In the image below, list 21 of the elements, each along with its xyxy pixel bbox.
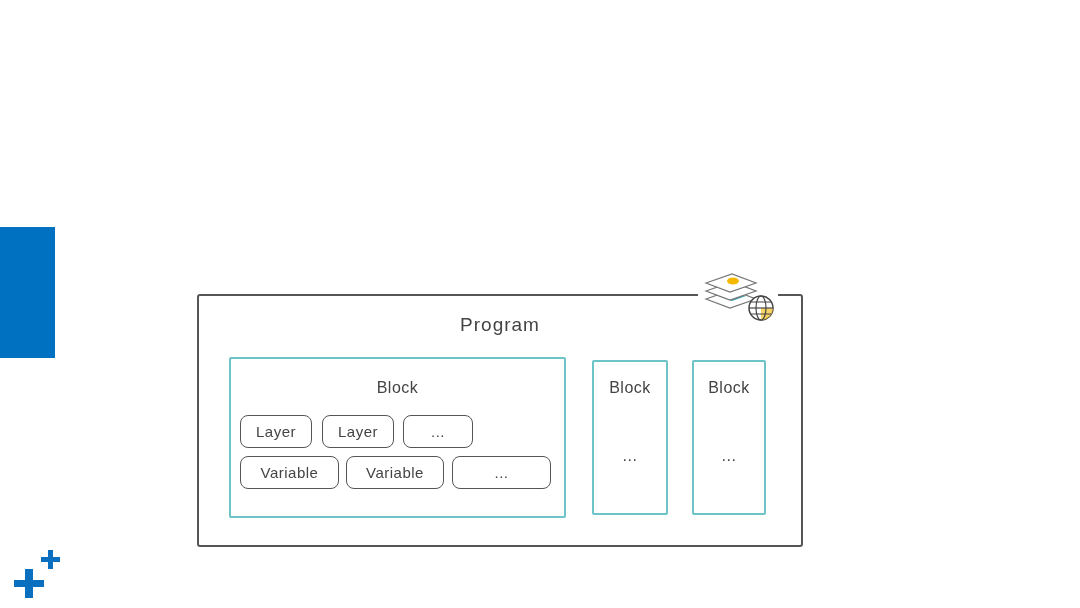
block-box: [592, 360, 668, 515]
item-box: [403, 415, 473, 448]
item-box: [346, 456, 444, 489]
box-title: Block: [708, 380, 750, 396]
item-label: Layer: [256, 424, 296, 439]
item-box: [240, 415, 312, 448]
ellipsis-text: ...: [622, 448, 638, 464]
block-box: [229, 357, 566, 518]
item-label: ...: [494, 465, 509, 480]
box-title: Block: [376, 380, 419, 396]
item-box: [452, 456, 551, 489]
box-title: Program: [460, 314, 540, 334]
item-label: Variable: [366, 465, 424, 480]
box-title: Block: [609, 380, 651, 396]
block-box: [692, 360, 766, 515]
item-label: Layer: [338, 424, 378, 439]
item-box: [240, 456, 339, 489]
item-label: ...: [431, 424, 445, 439]
item-label: Variable: [260, 465, 319, 480]
item-box: [322, 415, 394, 448]
ellipsis-text: ...: [721, 448, 737, 464]
